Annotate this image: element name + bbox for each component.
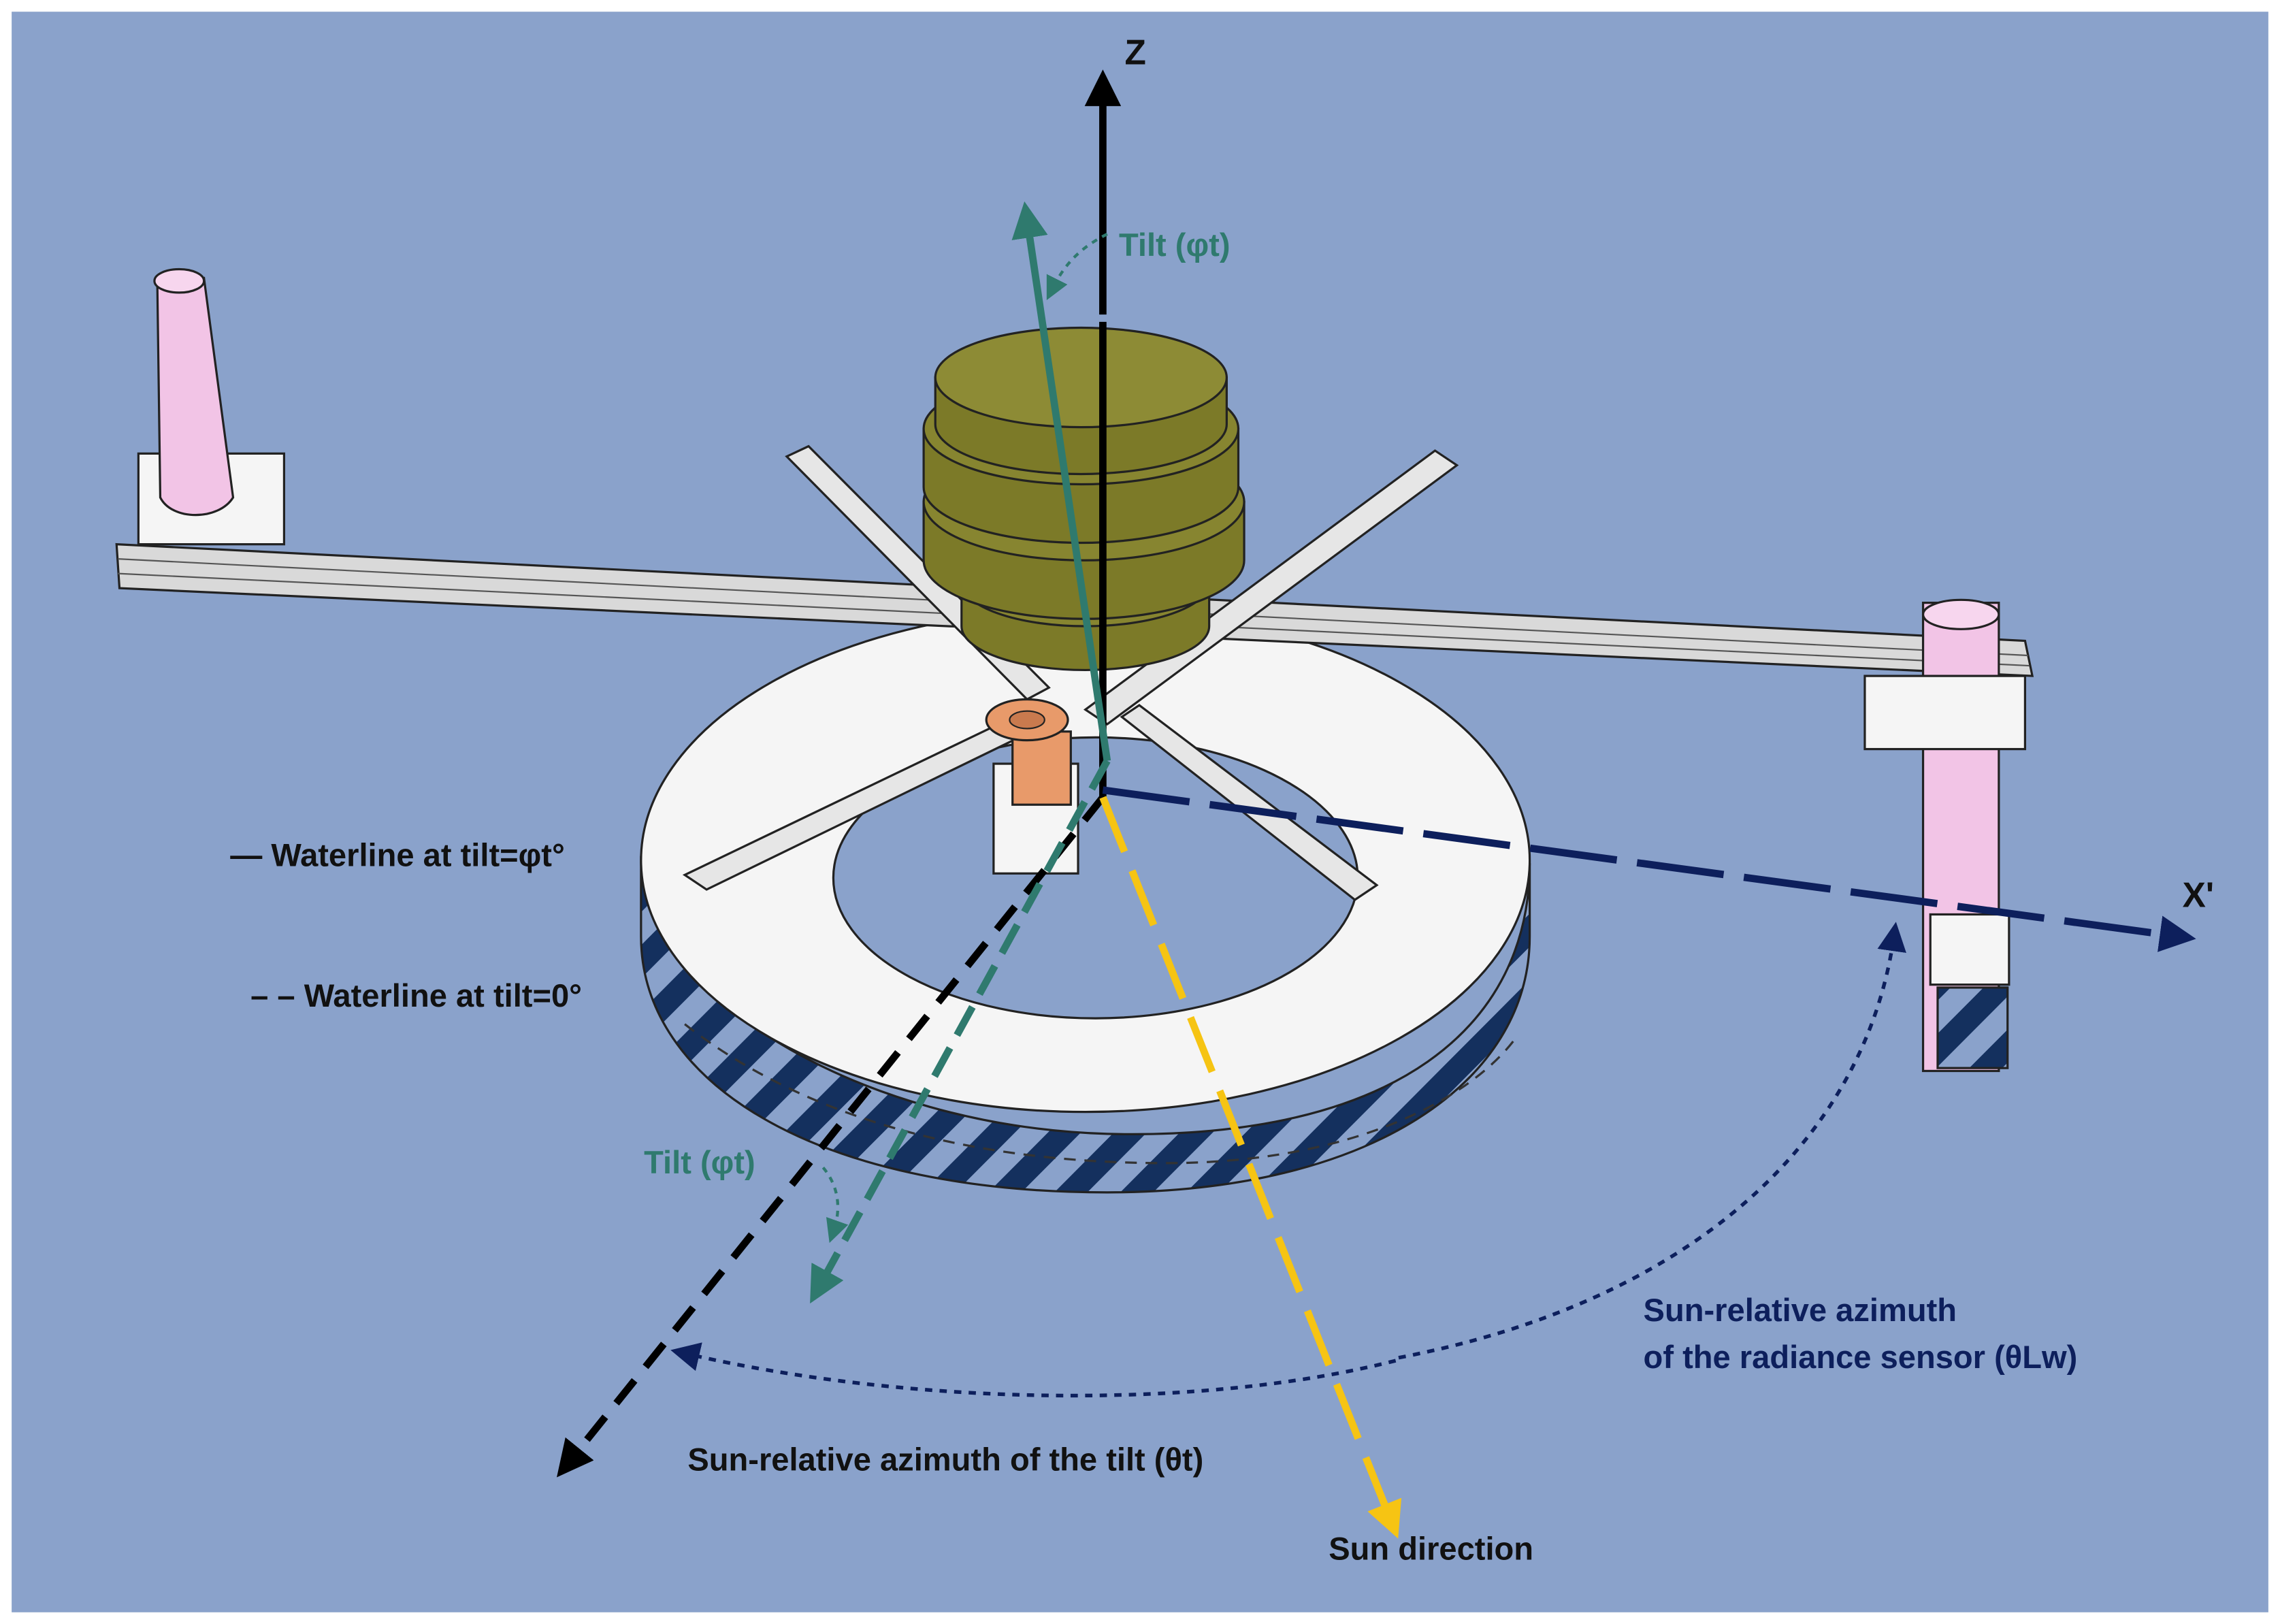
olive-battery-stack-icon (922, 326, 1245, 672)
buoy-waterline-band (640, 856, 1531, 1194)
sun-direction-label: Sun direction (1329, 1531, 1533, 1567)
tilted-axis-lower (810, 759, 1111, 1304)
sensor-azimuth-label-line2: of the radiance sensor (θLw) (1644, 1339, 2078, 1376)
sensor-azimuth-arc (1398, 922, 1906, 1360)
tilt-arc-bottom (821, 1166, 849, 1244)
sun-direction-axis (1099, 796, 1402, 1539)
irradiance-sensor (137, 267, 286, 546)
tilt-arc-top (1046, 233, 1108, 300)
waterline-tilt-zero-label: – – Waterline at tilt=0° (250, 978, 582, 1014)
tilt-azimuth-axis (557, 795, 1106, 1478)
x-prime-axis (1102, 786, 2196, 952)
sensor-azimuth-label-line1: Sun-relative azimuth (1644, 1293, 1957, 1329)
x-prime-axis-label: X' (2183, 875, 2214, 915)
waterline-zero-dashed (684, 1023, 1516, 1165)
tilt-label-bottom: Tilt (φt) (644, 1145, 755, 1181)
pink-cone-sensor-icon (156, 276, 235, 517)
radiance-sensor-bracket (1863, 675, 2027, 751)
pink-cylinder-sensor-icon (1936, 986, 2009, 1069)
tilt-label-top: Tilt (φt) (1119, 227, 1231, 263)
copper-motor-icon (985, 698, 1079, 875)
waterline-tilt-phi-label: — Waterline at tilt=φt° (230, 837, 565, 873)
tilt-azimuth-label: Sun-relative azimuth of the tilt (θt) (687, 1442, 1203, 1478)
radiance-sensor (1863, 598, 2027, 1073)
buoy-float (640, 607, 1531, 1194)
tilted-axis (1011, 201, 1111, 762)
tilt-azimuth-arc (670, 1342, 1397, 1398)
z-axis-label: Z (1125, 32, 1146, 71)
